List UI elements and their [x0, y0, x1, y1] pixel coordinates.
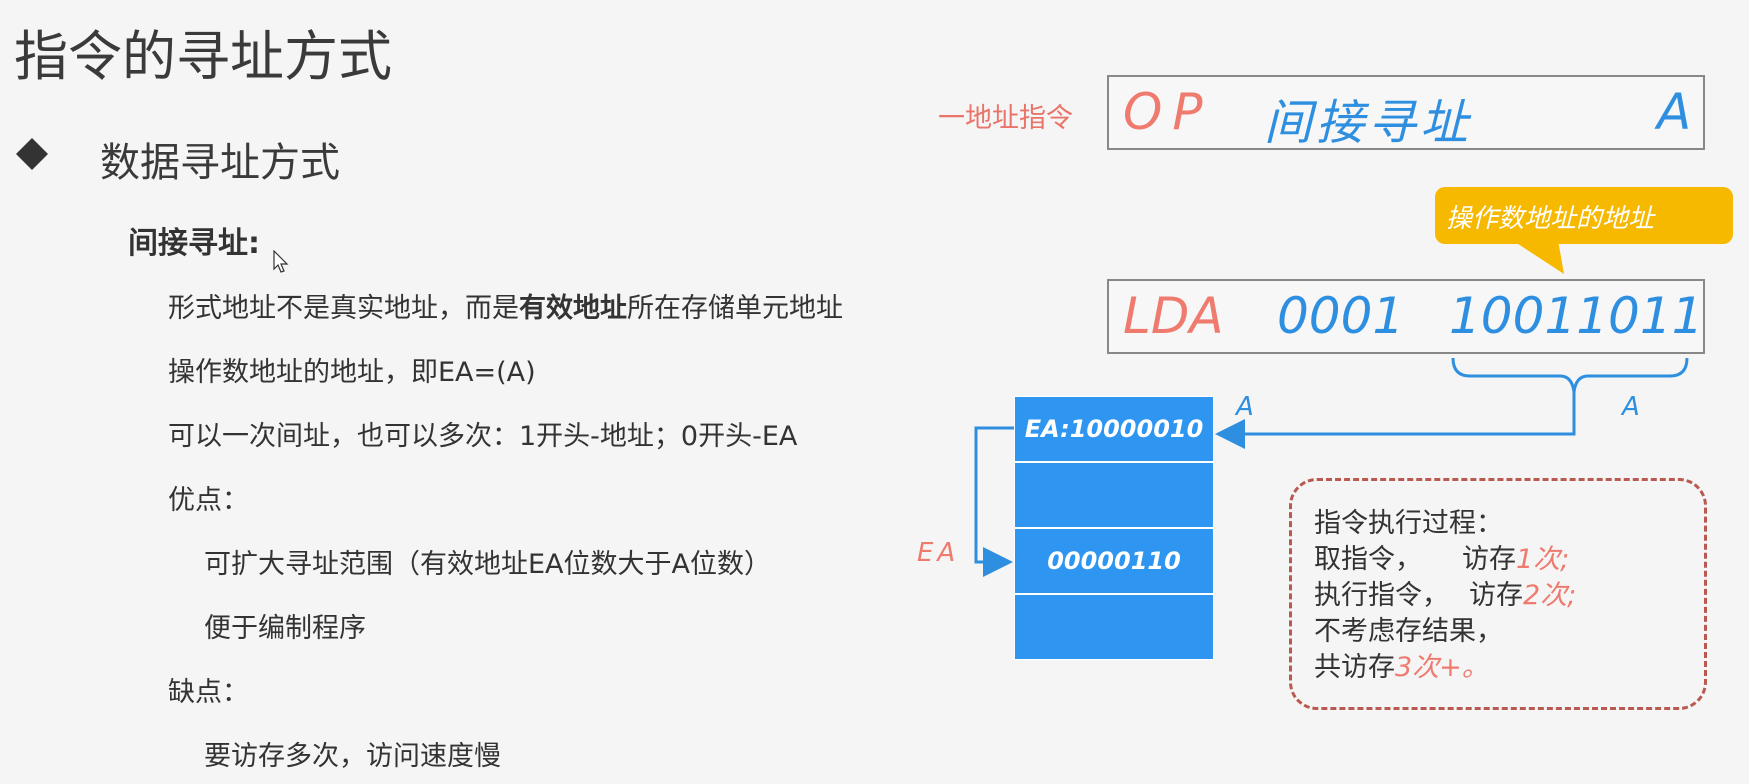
cons-label: 缺点： — [168, 677, 249, 708]
text-line-2: 操作数地址的地址，即EA=(A) — [168, 357, 536, 388]
process-row-4-count: 3次+。 — [1395, 652, 1489, 683]
process-row-4: 共访存3次+。 — [1314, 645, 1489, 684]
text-line-1-bold: 有效地址 — [519, 293, 627, 324]
instr2-op: LDA — [1123, 287, 1224, 345]
process-row-2-label: 访存 — [1469, 580, 1523, 611]
process-row-2: 执行指令， 访存2次; — [1314, 573, 1576, 612]
execution-process-box: 指令执行过程： 取指令，访存1次; 执行指令，访存2次; 不考虑存结果， 共访存… — [1289, 478, 1707, 710]
instr1-mode: 间接寻址 — [1264, 95, 1473, 151]
text-line-3: 可以一次间址，也可以多次：1开头-地址；0开头-EA — [168, 421, 798, 452]
pro-item-1: 可扩大寻址范围（有效地址EA位数大于A位数） — [204, 549, 771, 580]
text-line-1-post: 所在存储单元地址 — [627, 293, 843, 324]
callout-pointer — [1512, 240, 1564, 274]
pro-item-2: 便于编制程序 — [204, 613, 366, 644]
diamond-bullet-icon — [16, 138, 48, 170]
instruction-example-box: LDA 0001 10011011 — [1107, 279, 1705, 354]
a-to-memory-arrow — [1215, 392, 1576, 449]
con-item-1: 要访存多次，访问速度慢 — [204, 741, 501, 772]
memory-cell-3: 00000110 — [1014, 528, 1214, 594]
ea-loop-arrow — [974, 426, 1014, 577]
process-row-1-count: 1次; — [1516, 544, 1570, 575]
memory-cell-4 — [1014, 594, 1214, 660]
instr2-mode: 0001 — [1277, 287, 1405, 345]
callout-bubble — [1435, 187, 1733, 244]
instr1-op: OP — [1123, 83, 1213, 141]
process-row-1-step: 取指令， — [1314, 544, 1422, 575]
memory-cell-2 — [1014, 462, 1214, 528]
subheading: 间接寻址: — [128, 226, 260, 261]
callout-text: 操作数地址的地址 — [1446, 204, 1655, 234]
memory-cell-1: EA:10000010 — [1014, 396, 1214, 462]
process-row-4-label: 共访存 — [1314, 652, 1395, 683]
section-heading: 数据寻址方式 — [100, 140, 340, 186]
process-row-1: 取指令， 访存1次; — [1314, 537, 1569, 576]
page-title: 指令的寻址方式 — [14, 25, 392, 88]
a-field-brace — [1451, 357, 1689, 393]
pros-label: 优点： — [168, 485, 249, 516]
ea-label: EA — [917, 538, 960, 568]
instruction-format-box: OP 间接寻址 A — [1107, 75, 1705, 151]
mouse-cursor-icon — [273, 250, 289, 273]
process-row-1-label: 访存 — [1462, 544, 1516, 575]
text-line-1: 形式地址不是真实地址，而是有效地址所在存储单元地址 — [168, 286, 843, 325]
instr2-a: 10011011 — [1449, 287, 1704, 345]
a-arrow-label: A — [1236, 392, 1254, 422]
process-row-2-count: 2次; — [1523, 580, 1577, 611]
instr1-a: A — [1657, 83, 1692, 141]
a-brace-label: A — [1622, 392, 1640, 422]
process-row-3: 不考虑存结果， — [1314, 616, 1503, 647]
process-title: 指令执行过程： — [1314, 508, 1503, 539]
process-row-2-step: 执行指令， — [1314, 580, 1449, 611]
one-address-instruction-label: 一地址指令 — [938, 103, 1073, 134]
text-line-1-pre: 形式地址不是真实地址，而是 — [168, 293, 519, 324]
